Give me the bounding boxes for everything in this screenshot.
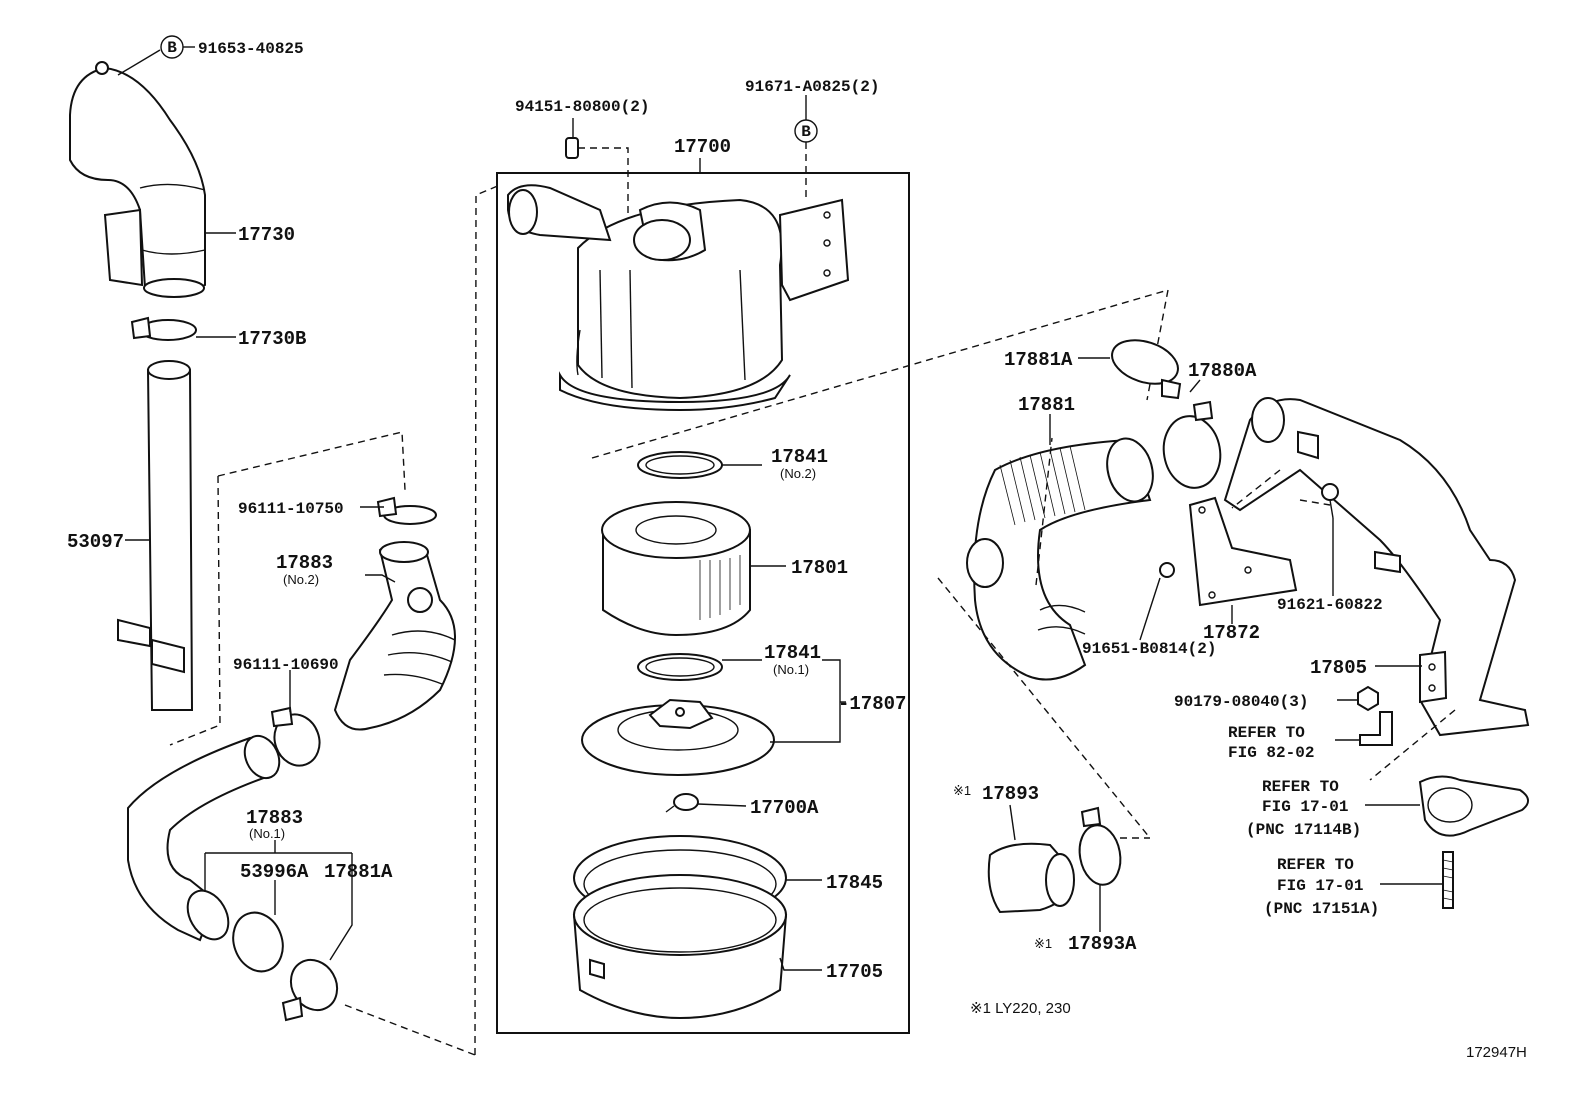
label-refer-3-line1: REFER TO: [1277, 856, 1354, 874]
label-17883-no1-sub: (No.1): [249, 826, 285, 841]
part-17881a-right-clamp: [1111, 339, 1182, 400]
label-17841-no2-sub: (No.2): [780, 466, 816, 481]
label-17881: 17881: [1018, 394, 1075, 416]
part-17881a-left-clamp: [281, 958, 339, 1022]
label-91651-b0814: 91651-B0814(2): [1082, 640, 1216, 658]
leader-lines: [117, 35, 1443, 971]
label-17845: 17845: [826, 872, 883, 894]
part-17700a-valve: [665, 793, 699, 813]
label-17880a: 17880A: [1188, 360, 1257, 382]
label-refer-2-line3: (PNC 17114B): [1246, 821, 1361, 839]
part-17805-manifold: [1223, 397, 1530, 737]
part-17801-filter: [601, 501, 751, 637]
label-17883-no2-sub: (No.2): [283, 572, 319, 587]
part-91621-bolt: [1321, 483, 1339, 519]
label-17801: 17801: [791, 557, 848, 579]
label-53996a: 53996A: [240, 861, 309, 883]
part-17807-cap: [581, 698, 775, 776]
part-17881-hose: [966, 437, 1154, 681]
label-17881a-right: 17881A: [1004, 349, 1073, 371]
label-17893a: 17893A: [1068, 933, 1137, 955]
part-17700-air-cleaner: [507, 184, 850, 412]
label-94151-80800: 94151-80800(2): [515, 98, 649, 116]
label-refer-2-line2: FIG 17-01: [1262, 798, 1348, 816]
labels: B 91653-40825 17730 17730B 53097 96111-1…: [67, 39, 1527, 1061]
label-17893: 17893: [982, 783, 1039, 805]
part-96111-10690-clamp: [270, 706, 321, 767]
part-17705-case: [572, 874, 788, 1020]
part-17893-cap: [987, 842, 1075, 914]
label-17805: 17805: [1310, 657, 1367, 679]
part-gasket-17114b: [1418, 775, 1529, 837]
label-17841-no2: 17841: [771, 446, 828, 468]
assembly-17700-frame: [496, 172, 910, 1034]
part-17841-no1-gasket: [637, 653, 723, 681]
label-91653-40825: 91653-40825: [198, 40, 304, 58]
label-17730: 17730: [238, 224, 295, 246]
label-refer-3-line2: FIG 17-01: [1277, 877, 1363, 895]
part-94151-bolt: [565, 137, 629, 360]
label-refer-2-line1: REFER TO: [1262, 778, 1339, 796]
label-53097: 53097: [67, 531, 124, 553]
part-17730b-clamp: [130, 316, 197, 341]
label-refer-1-line1: REFER TO: [1228, 724, 1305, 742]
label-17730b: 17730B: [238, 328, 306, 350]
label-91621-60822: 91621-60822: [1277, 596, 1383, 614]
part-17893a-clamp: [1078, 806, 1122, 886]
label-refer-3-line3: (PNC 17151A): [1264, 900, 1379, 918]
label-17841-no1: 17841: [764, 642, 821, 664]
part-stud-17151a: [1442, 851, 1454, 909]
label-17893a-mark: ※1: [1034, 936, 1052, 951]
callout-b-top-letter: B: [801, 123, 811, 141]
part-17872-bracket: [1188, 496, 1298, 607]
label-17883-no1: 17883: [246, 807, 303, 829]
part-17883-no1-hose: [127, 734, 281, 942]
part-53097-pipe: [117, 360, 194, 711]
label-17883-no2: 17883: [276, 552, 333, 574]
part-17841-no2-gasket: [637, 451, 723, 479]
part-17880a-clamp: [1162, 400, 1222, 489]
part-17730-elbow: [69, 61, 206, 298]
part-bracket-ref-82-02: [1359, 711, 1393, 746]
part-17883-no2-hose: [333, 541, 456, 731]
part-53996a-cap: [232, 911, 284, 973]
label-17881a-left: 17881A: [324, 861, 393, 883]
diagram-id: 172947H: [1466, 1044, 1527, 1061]
label-90179-08040: 90179-08040(3): [1174, 693, 1308, 711]
label-17700a: 17700A: [750, 797, 819, 819]
part-96111-10750-clamp: [376, 496, 437, 525]
callout-b-left-letter: B: [167, 39, 177, 57]
label-17807: -17807: [838, 693, 906, 715]
label-91671-a0825: 91671-A0825(2): [745, 78, 879, 96]
label-17893-mark: ※1: [953, 783, 971, 798]
part-90179-nut: [1357, 685, 1379, 712]
label-17841-no1-sub: (No.1): [773, 662, 809, 677]
label-17872: 17872: [1203, 622, 1260, 644]
label-17700: 17700: [674, 136, 731, 158]
part-91651-bolt: [1159, 562, 1175, 578]
label-96111-10690: 96111-10690: [233, 656, 339, 674]
footnote-ly220-230: ※1 LY220, 230: [970, 1000, 1071, 1017]
label-refer-1-line2: FIG 82-02: [1228, 744, 1314, 762]
label-17705: 17705: [826, 961, 883, 983]
label-96111-10750: 96111-10750: [238, 500, 344, 518]
